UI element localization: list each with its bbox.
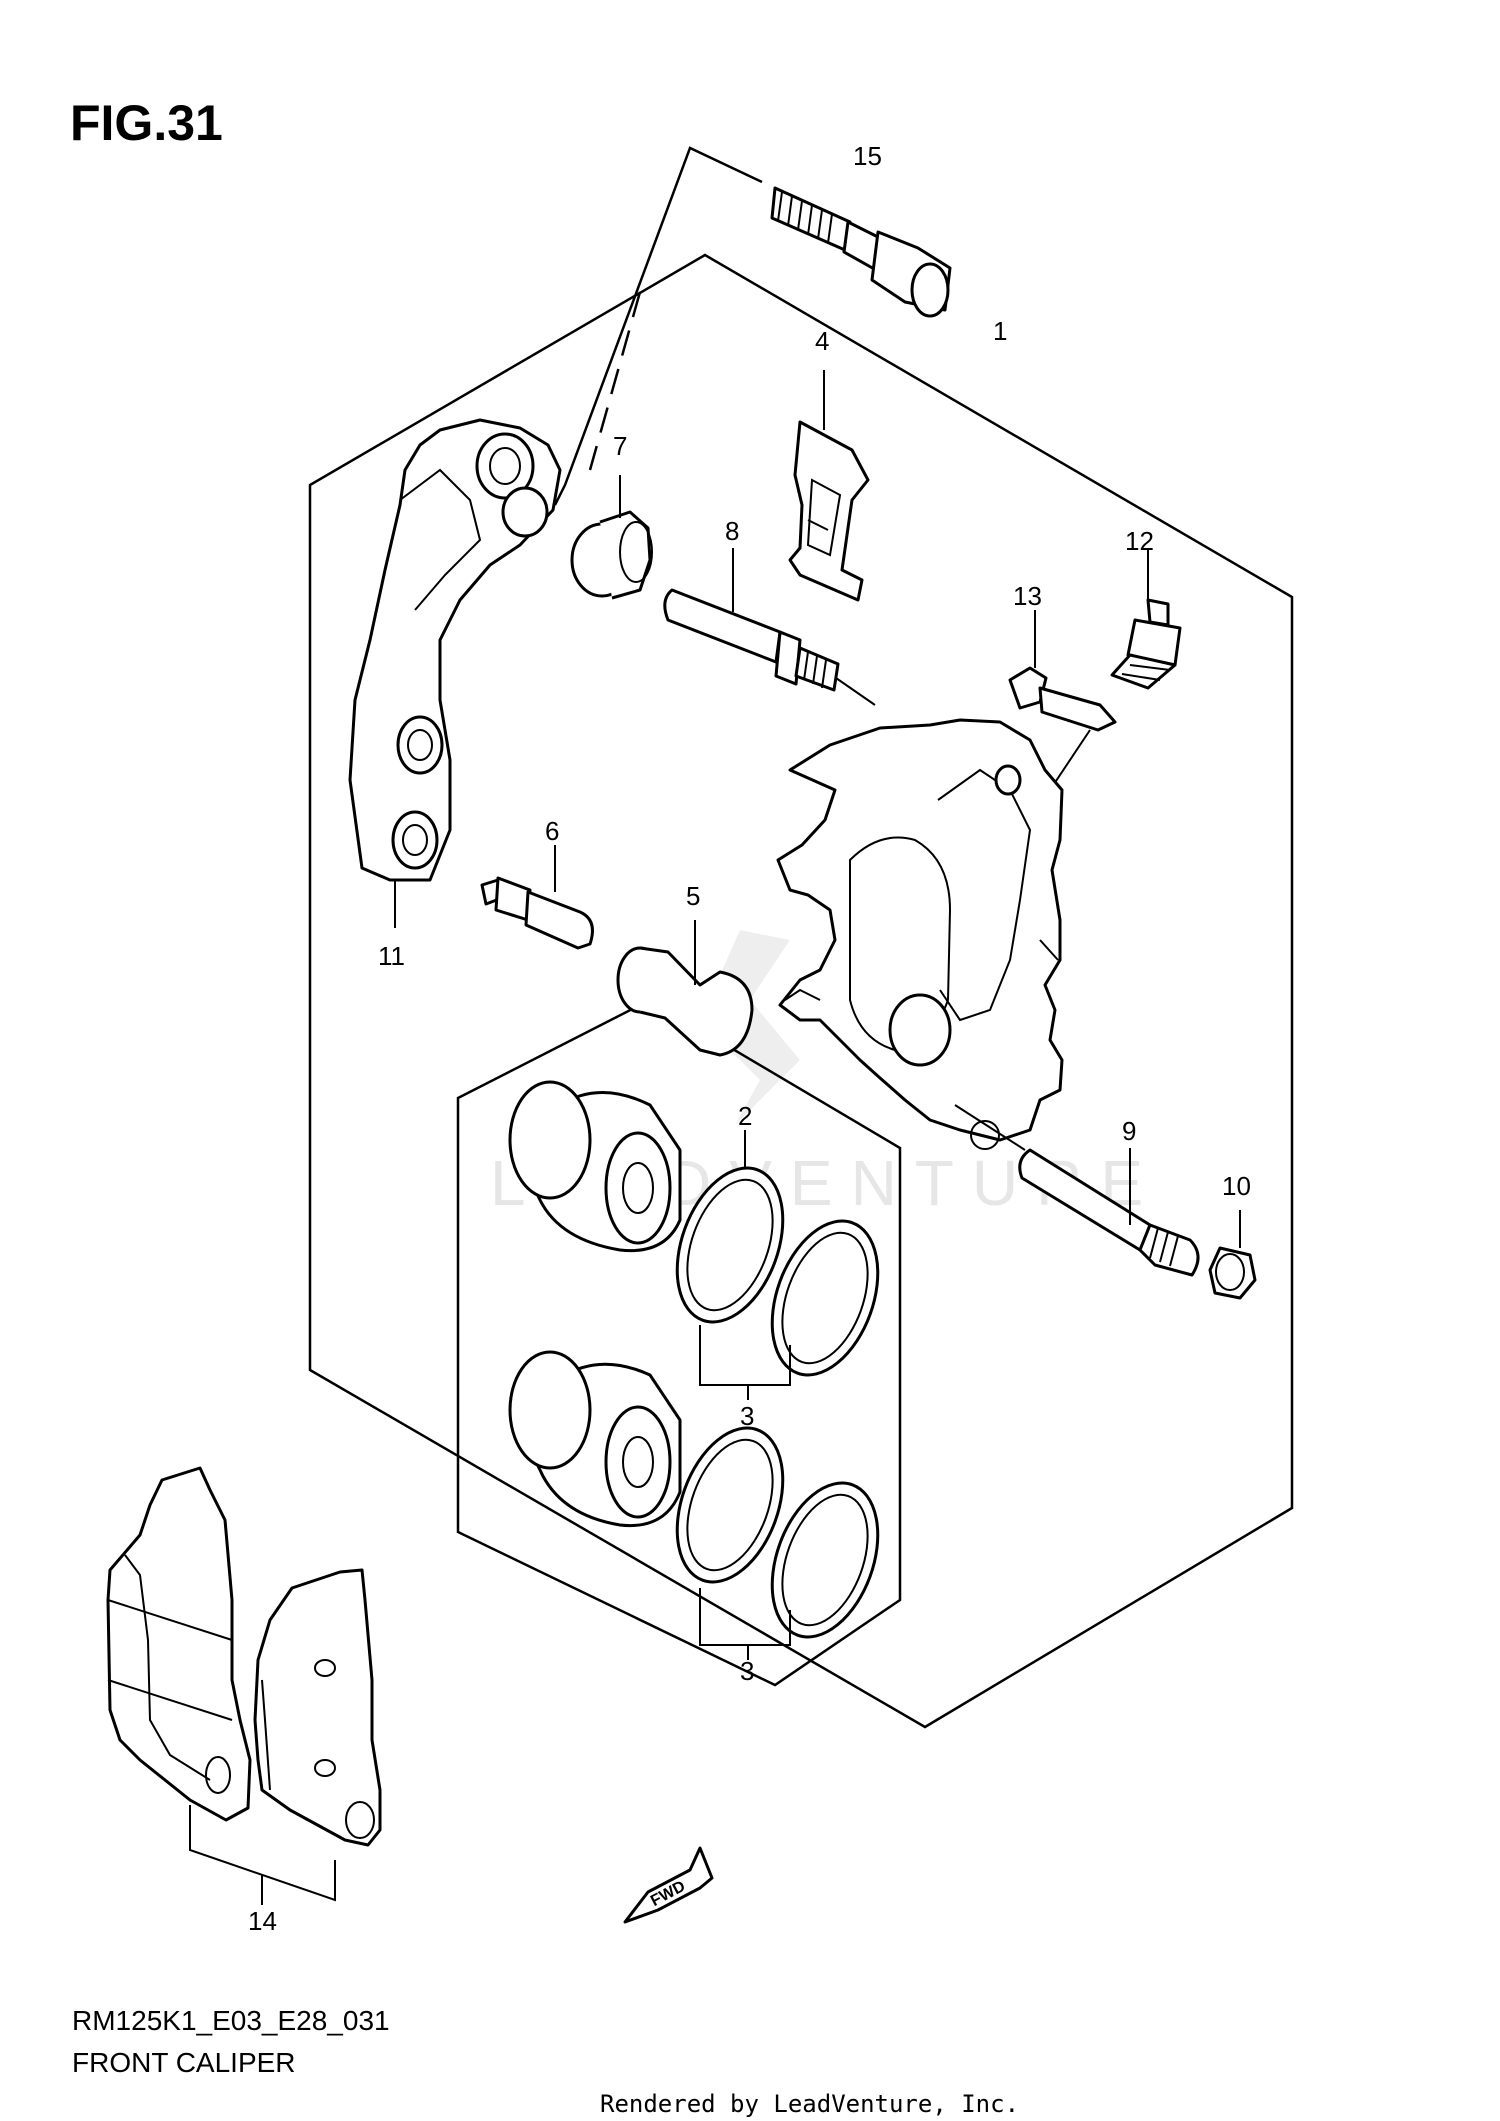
bolt-15 bbox=[770, 186, 952, 318]
bleeder-12 bbox=[1110, 548, 1182, 690]
callout-1: 1 bbox=[993, 316, 1007, 346]
cap-13 bbox=[1008, 610, 1117, 732]
piston-2-upper bbox=[508, 1080, 746, 1253]
callout-8: 8 bbox=[725, 516, 739, 546]
pad-spring-4 bbox=[788, 370, 870, 602]
callout-15: 15 bbox=[853, 141, 882, 171]
brake-pad-14-outer bbox=[106, 1466, 252, 1822]
callout-4: 4 bbox=[815, 326, 829, 356]
boot-7 bbox=[570, 475, 653, 600]
callout-14: 14 bbox=[248, 1906, 277, 1936]
callout-9: 9 bbox=[1122, 1116, 1136, 1146]
figure-title: FIG.31 bbox=[70, 95, 223, 151]
caliper-assembly-outline bbox=[308, 253, 1294, 1729]
callout-3-lower: 3 bbox=[740, 1656, 754, 1686]
callout-7: 7 bbox=[613, 431, 627, 461]
pin-9 bbox=[954, 1104, 1200, 1277]
callout-6: 6 bbox=[545, 816, 559, 846]
callout-13: 13 bbox=[1013, 581, 1042, 611]
bolt-leader-15 bbox=[553, 146, 763, 506]
pin-8 bbox=[663, 548, 840, 692]
piston-2-lower bbox=[508, 1350, 682, 1528]
seals-3-lower bbox=[675, 1426, 880, 1660]
callout-10: 10 bbox=[1222, 1171, 1251, 1201]
model-code: RM125K1_E03_E28_031 bbox=[72, 2005, 390, 2036]
forward-arrow-icon: FWD bbox=[623, 1846, 714, 1924]
boot-5 bbox=[616, 920, 754, 1057]
caliper-body-1 bbox=[776, 718, 1064, 1150]
seals-3-upper bbox=[675, 1166, 880, 1400]
mounting-bracket-11 bbox=[348, 418, 562, 928]
callout-5: 5 bbox=[686, 881, 700, 911]
callout-3-upper: 3 bbox=[740, 1401, 754, 1431]
callout-2: 2 bbox=[738, 1101, 752, 1131]
pin-6 bbox=[480, 845, 594, 950]
brake-pad-14-inner bbox=[189, 1568, 382, 1905]
diagram-caption: FRONT CALIPER bbox=[72, 2047, 296, 2078]
footer-credit: Rendered by LeadVenture, Inc. bbox=[600, 2090, 1019, 2118]
dashed-connector bbox=[588, 291, 642, 471]
callouts: 15 1 4 7 8 12 13 6 5 11 2 9 10 3 3 14 bbox=[248, 141, 1251, 1936]
callout-12: 12 bbox=[1125, 526, 1154, 556]
plug-10 bbox=[1208, 1210, 1257, 1300]
callout-11: 11 bbox=[378, 941, 405, 971]
